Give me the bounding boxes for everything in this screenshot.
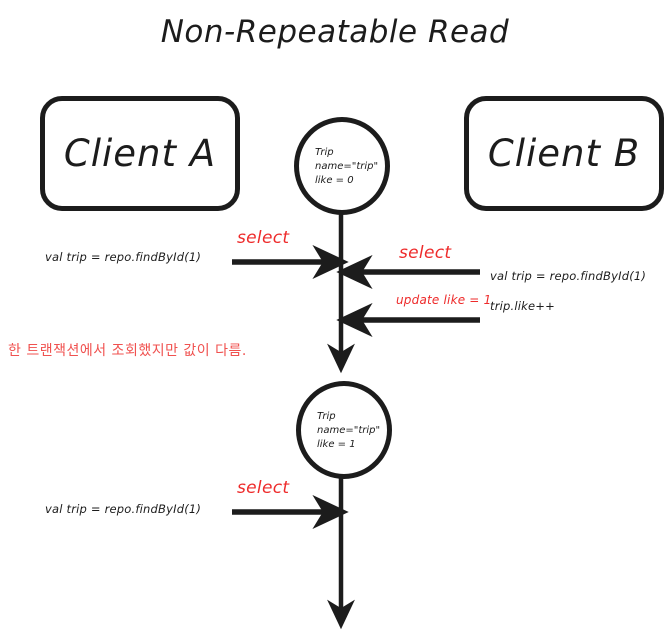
page-title: Non-Repeatable Read (160, 14, 510, 50)
state-updated-line-3: like = 1 (317, 439, 356, 450)
client-b-label: Client B (487, 132, 641, 175)
code-select-a-2: val trip = repo.findById(1) (45, 502, 202, 516)
sql-label-update-b: update like = 1 (396, 293, 492, 307)
state-initial-line-3: like = 0 (315, 175, 354, 186)
client-b-box: Client B (464, 96, 664, 211)
state-circle-initial: Trip name="trip" like = 0 (294, 117, 390, 215)
annotation-note: 한 트랜잭션에서 조회했지만 값이 다름. (8, 343, 247, 359)
state-updated-line-2: name="trip" (317, 425, 381, 436)
sql-label-select-b-1: select (399, 243, 452, 263)
code-update-b: trip.like++ (490, 299, 555, 313)
client-a-label: Client A (63, 132, 217, 175)
state-initial-line-1: Trip (315, 147, 334, 158)
code-select-a-1: val trip = repo.findById(1) (45, 250, 202, 264)
state-initial-line-2: name="trip" (315, 161, 379, 172)
code-select-b-1: val trip = repo.findById(1) (490, 269, 647, 283)
state-circle-updated: Trip name="trip" like = 1 (296, 381, 392, 479)
state-updated-line-1: Trip (317, 411, 336, 422)
client-a-box: Client A (40, 96, 240, 211)
sql-label-select-a-2: select (237, 478, 290, 498)
sql-label-select-a-1: select (237, 228, 290, 248)
